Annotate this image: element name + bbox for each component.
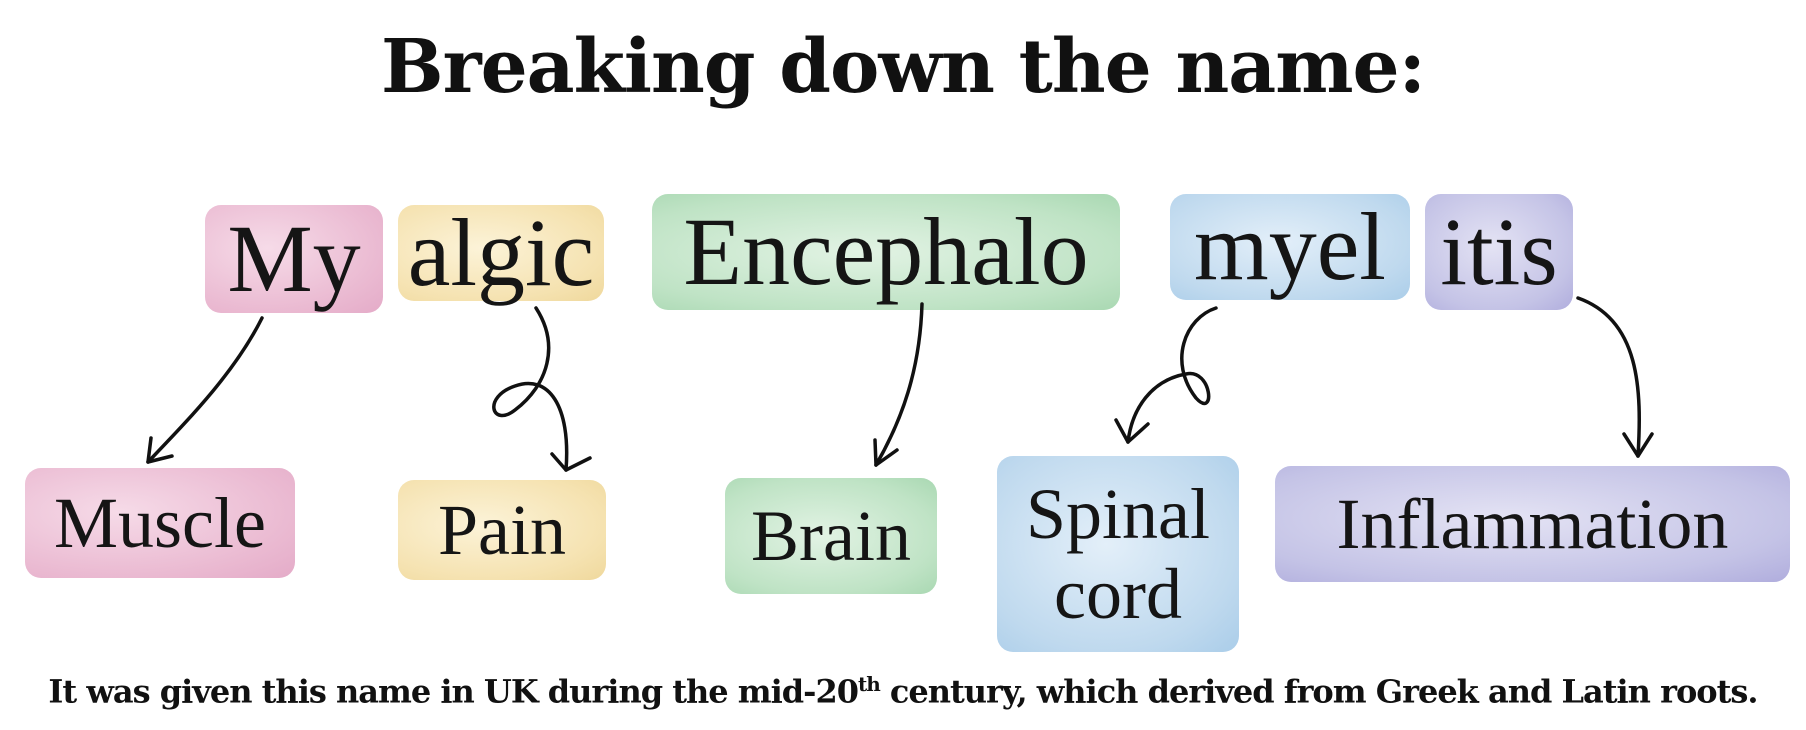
footnote: It was given this name in UK during the … xyxy=(0,672,1806,711)
arrow-encephalo-to-brain xyxy=(873,302,924,467)
arrow-itis-to-inflammation xyxy=(1576,296,1654,458)
root-myel: myel xyxy=(1170,194,1410,300)
arrow-algic-to-pain xyxy=(492,306,592,472)
meaning-spinal-cord: Spinal cord xyxy=(997,456,1239,652)
meaning-spinal-line2: cord xyxy=(1054,554,1182,634)
root-itis: itis xyxy=(1425,194,1573,310)
root-encephalo: Encephalo xyxy=(652,194,1120,310)
meaning-spinal-line1: Spinal xyxy=(1025,474,1210,554)
arrow-my-to-muscle xyxy=(146,316,264,464)
meaning-muscle: Muscle xyxy=(25,468,295,578)
page-title: Breaking down the name: xyxy=(381,24,1426,110)
arrow-myel-to-spinal xyxy=(1114,306,1218,444)
footnote-part2: century, which derived from Greek and La… xyxy=(879,672,1759,711)
meaning-inflammation: Inflammation xyxy=(1275,466,1790,582)
root-algic: algic xyxy=(398,203,604,303)
footnote-part1: It was given this name in UK during the … xyxy=(48,672,859,711)
meaning-brain: Brain xyxy=(725,478,937,594)
footnote-superscript: th xyxy=(857,672,881,696)
meaning-pain: Pain xyxy=(398,480,606,580)
root-my: My xyxy=(205,205,383,313)
